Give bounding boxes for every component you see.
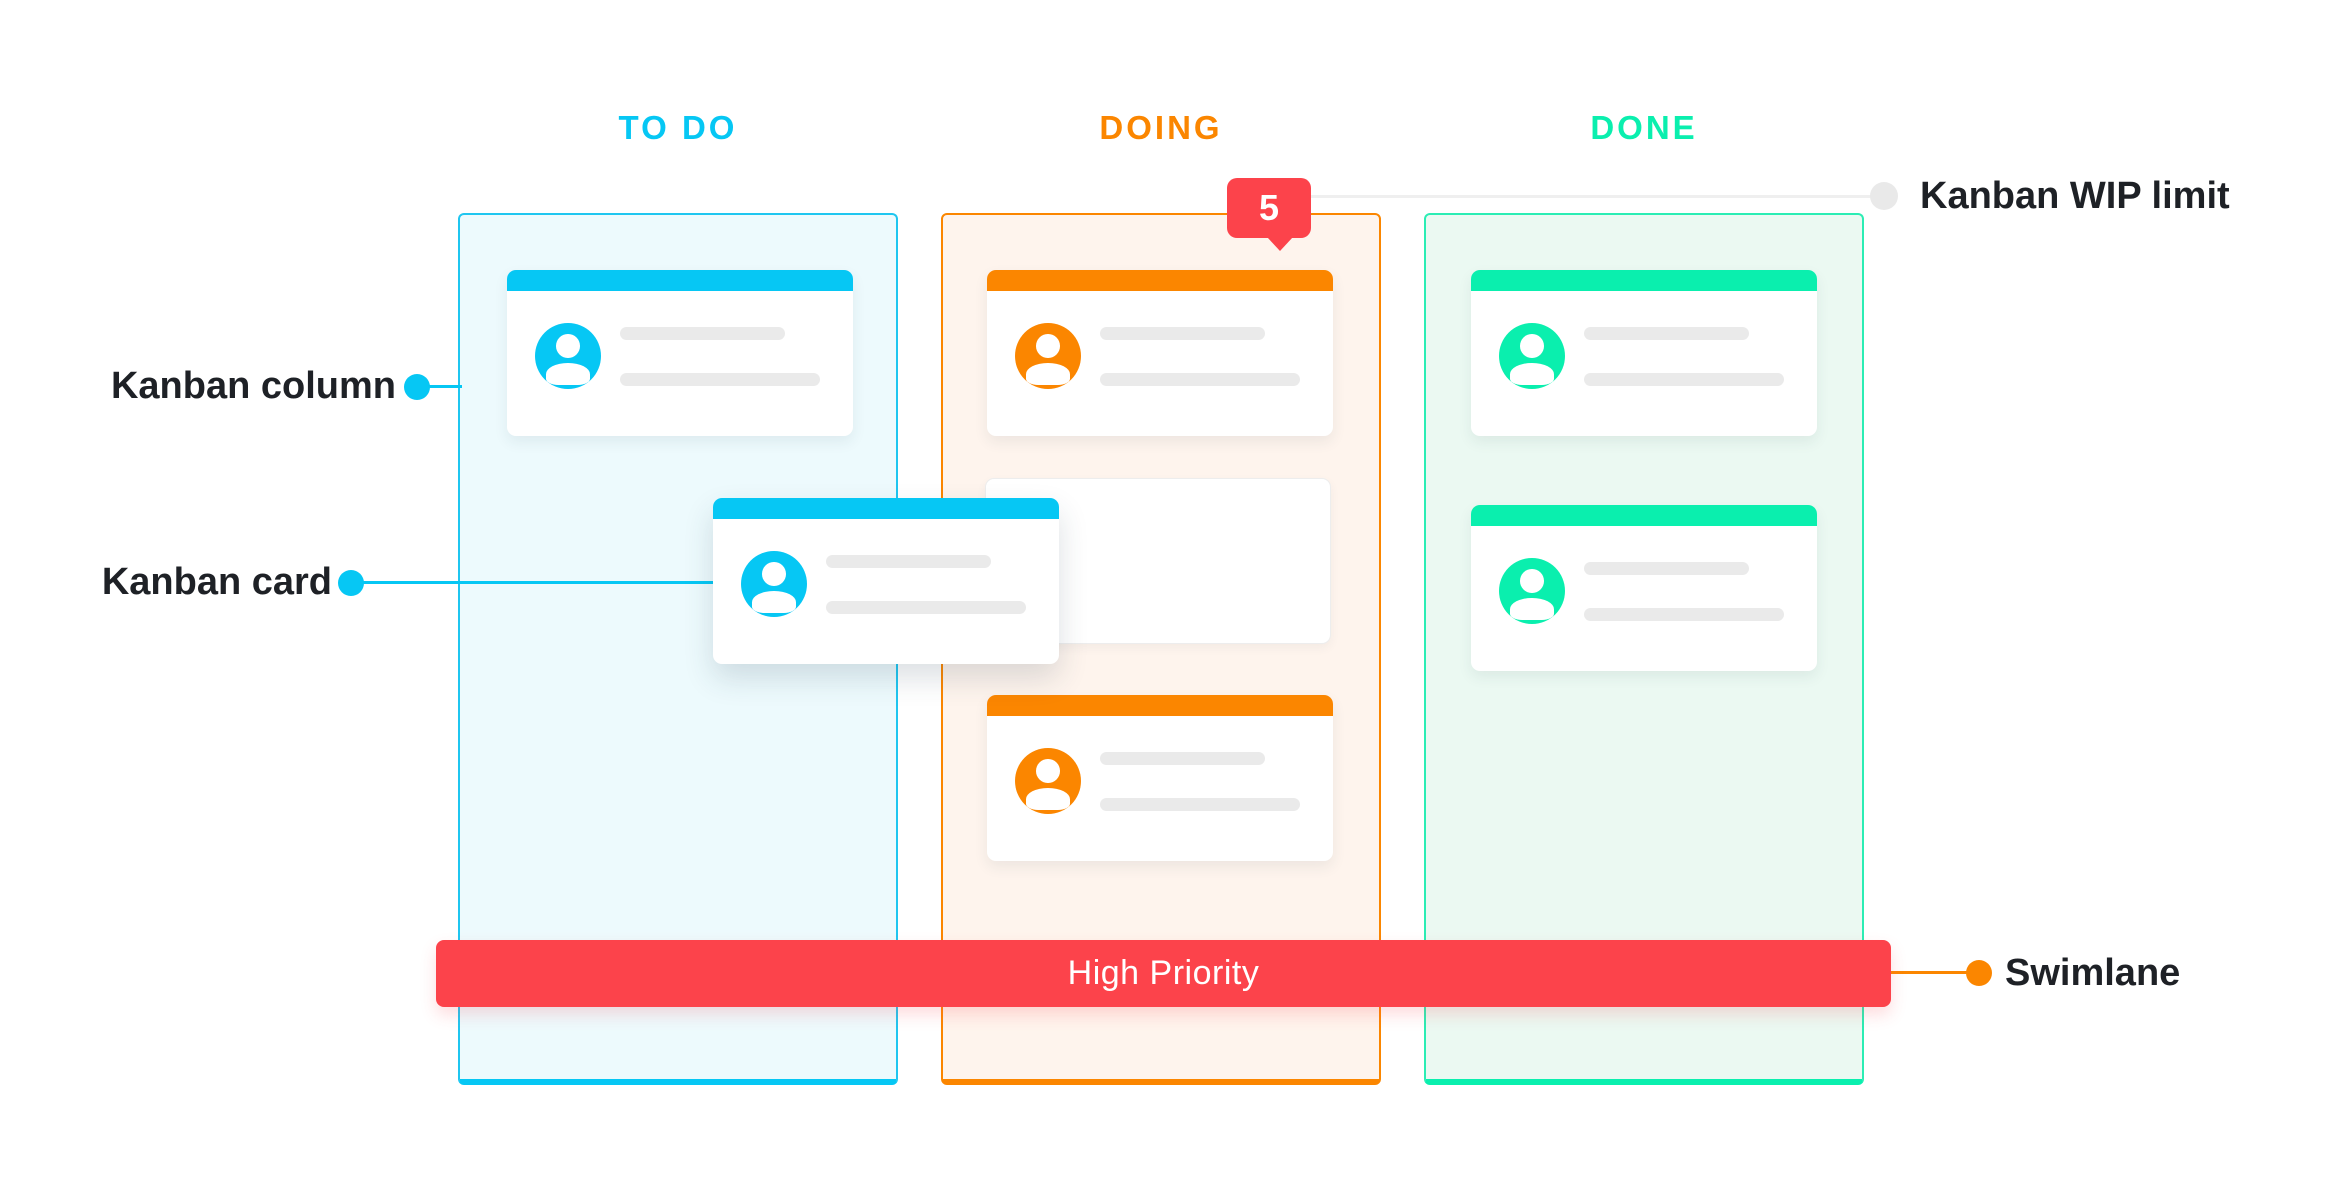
card-color-bar (1471, 505, 1817, 526)
text-placeholder-line (1584, 608, 1784, 621)
wip-limit-label: Kanban WIP limit (1920, 175, 2230, 217)
text-placeholder-line (1584, 327, 1749, 340)
card-color-bar (987, 270, 1333, 291)
text-placeholder-line (826, 601, 1026, 614)
text-placeholder-line (1100, 373, 1300, 386)
kanban-card (987, 270, 1333, 436)
kanban-card (507, 270, 853, 436)
wip-limit-badge: 5 (1227, 178, 1311, 251)
kanban-card-connector-line (362, 581, 714, 584)
kanban-column-connector-line (428, 385, 462, 388)
user-avatar-icon (535, 323, 601, 389)
card-color-bar (713, 498, 1059, 519)
column-header-doing: DOING (1099, 109, 1223, 146)
user-avatar-icon (1015, 323, 1081, 389)
card-color-bar (987, 695, 1333, 716)
user-avatar-icon (1015, 748, 1081, 814)
text-placeholder-line (826, 555, 991, 568)
wip-limit-connector-dot (1870, 182, 1898, 210)
text-placeholder-line (1584, 562, 1749, 575)
user-avatar-icon (741, 551, 807, 617)
text-placeholder-line (1100, 798, 1300, 811)
text-placeholder-line (620, 327, 785, 340)
column-header-done: DONE (1590, 109, 1698, 146)
text-placeholder-line (1100, 327, 1265, 340)
wip-limit-connector-line (1310, 195, 1876, 198)
kanban-card-connector-dot (338, 570, 364, 596)
kanban-column-label: Kanban column (110, 365, 396, 407)
swimlane-bar: High Priority (436, 940, 1891, 1007)
swimlane-connector-dot (1966, 960, 1992, 986)
text-placeholder-line (620, 373, 820, 386)
column-header-todo: TO DO (618, 109, 738, 146)
kanban-card-dragging (713, 498, 1059, 664)
text-placeholder-line (1584, 373, 1784, 386)
user-avatar-icon (1499, 558, 1565, 624)
card-color-bar (507, 270, 853, 291)
kanban-card-label: Kanban card (101, 561, 332, 603)
swimlane-connector-line (1891, 971, 1969, 974)
swimlane-label: Swimlane (2005, 952, 2181, 994)
kanban-card (1471, 505, 1817, 671)
kanban-card (987, 695, 1333, 861)
kanban-card (1471, 270, 1817, 436)
user-avatar-icon (1499, 323, 1565, 389)
card-color-bar (1471, 270, 1817, 291)
text-placeholder-line (1100, 752, 1265, 765)
kanban-column-connector-dot (404, 374, 430, 400)
